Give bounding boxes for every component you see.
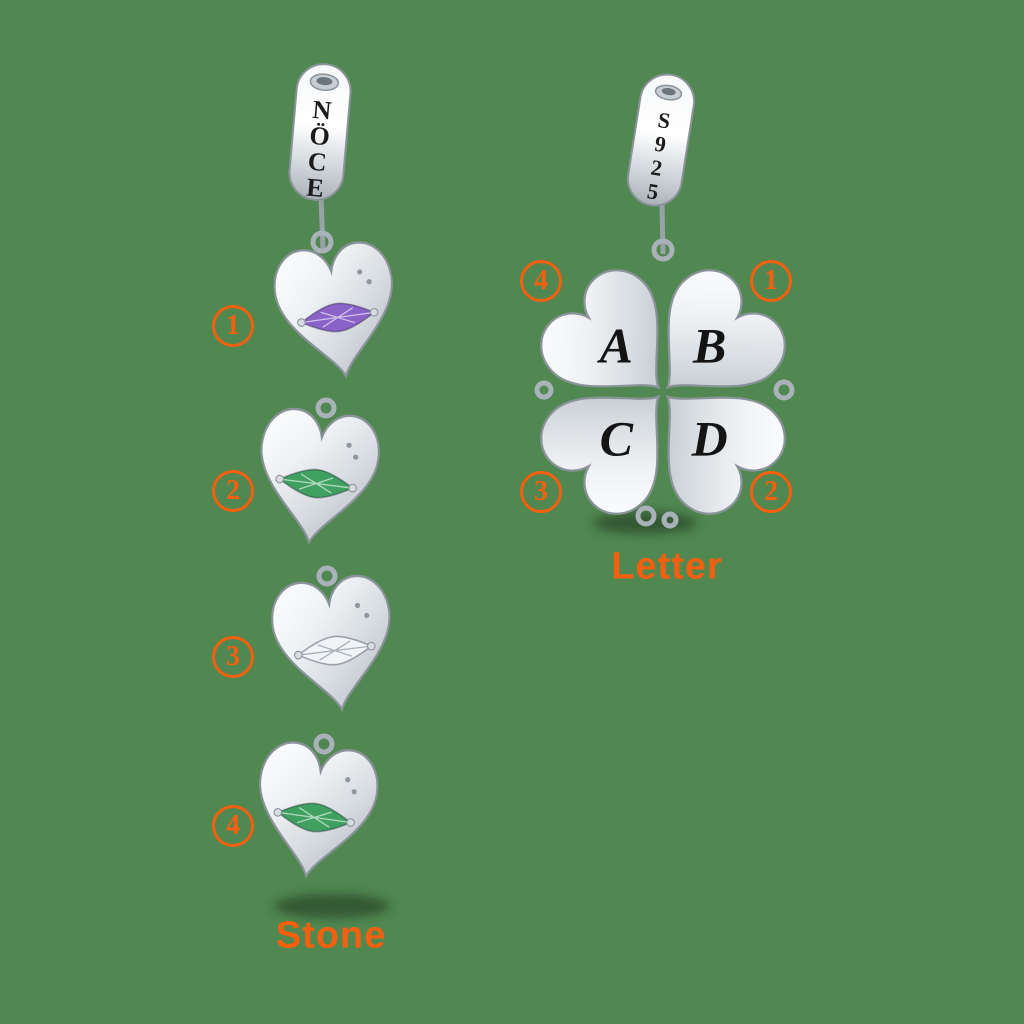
stone-position-4-badge: 4 bbox=[212, 805, 254, 847]
stone-position-1-badge: 1 bbox=[212, 305, 254, 347]
bail-hole-inner bbox=[316, 77, 333, 86]
letter-position-4-badge: 4 bbox=[520, 260, 562, 302]
connector-ring bbox=[635, 505, 657, 527]
stone-4 bbox=[273, 797, 355, 838]
connector-ring bbox=[651, 238, 675, 262]
letter-position-3-badge: 3 bbox=[520, 471, 562, 513]
stone-1 bbox=[297, 297, 379, 338]
letter-position-2-badge: 2 bbox=[750, 471, 792, 513]
connector-ring bbox=[315, 397, 337, 419]
stone-label: Stone bbox=[275, 914, 387, 957]
stone-charm: N Ö C E bbox=[246, 63, 406, 886]
letter-charm-bail: S 9 2 5 bbox=[626, 73, 696, 207]
stone-2 bbox=[275, 464, 357, 503]
connector-ring bbox=[316, 565, 338, 587]
heart-charm-2 bbox=[249, 404, 385, 551]
connector-ring bbox=[661, 511, 679, 529]
stone-position-2-badge: 2 bbox=[212, 470, 254, 512]
leaf-letter: D bbox=[691, 411, 728, 467]
heart-charm-3 bbox=[266, 571, 402, 718]
leaf-letter: A bbox=[597, 317, 633, 373]
bail-letter: 9 bbox=[653, 131, 668, 157]
letter-charm: S 9 2 5 A B bbox=[525, 73, 801, 530]
heart-charm-4 bbox=[246, 737, 384, 886]
clover: A B C D bbox=[525, 254, 801, 530]
bail-letter: N bbox=[311, 95, 332, 126]
bail-letter: C bbox=[307, 147, 328, 178]
connector-ring bbox=[773, 379, 795, 401]
stone-charm-shadow bbox=[274, 894, 390, 918]
bail-body bbox=[626, 73, 696, 207]
heart-charm-1 bbox=[268, 237, 406, 386]
stone-charm-bail: N Ö C E bbox=[288, 63, 352, 203]
connector-ring bbox=[310, 230, 334, 254]
clover-leaf-top-right: B bbox=[621, 254, 801, 434]
connector-ring bbox=[313, 733, 335, 755]
letter-charm-wire bbox=[659, 203, 666, 255]
bail-hole-inner bbox=[661, 87, 676, 96]
stone-charm-wire bbox=[318, 195, 326, 251]
clover-leaf-bottom-left: C bbox=[525, 350, 705, 530]
connector-ring bbox=[534, 380, 554, 400]
stone-position-3-badge: 3 bbox=[212, 636, 254, 678]
clover-leaf-top-left: A bbox=[525, 254, 705, 434]
letter-position-1-badge: 1 bbox=[750, 260, 792, 302]
stone-3 bbox=[294, 631, 376, 670]
clover-leaf-bottom-right: D bbox=[621, 350, 801, 530]
bail-body bbox=[288, 63, 352, 201]
bail-letter: 2 bbox=[649, 154, 664, 180]
leaf-letter: C bbox=[600, 411, 634, 467]
bail-letter: Ö bbox=[308, 121, 331, 152]
leaf-letter: B bbox=[692, 317, 726, 373]
letter-label: Letter bbox=[611, 545, 723, 588]
bail-letter: E bbox=[305, 173, 325, 203]
bail-letter: S bbox=[656, 107, 672, 134]
bail-letter: 5 bbox=[645, 178, 660, 204]
